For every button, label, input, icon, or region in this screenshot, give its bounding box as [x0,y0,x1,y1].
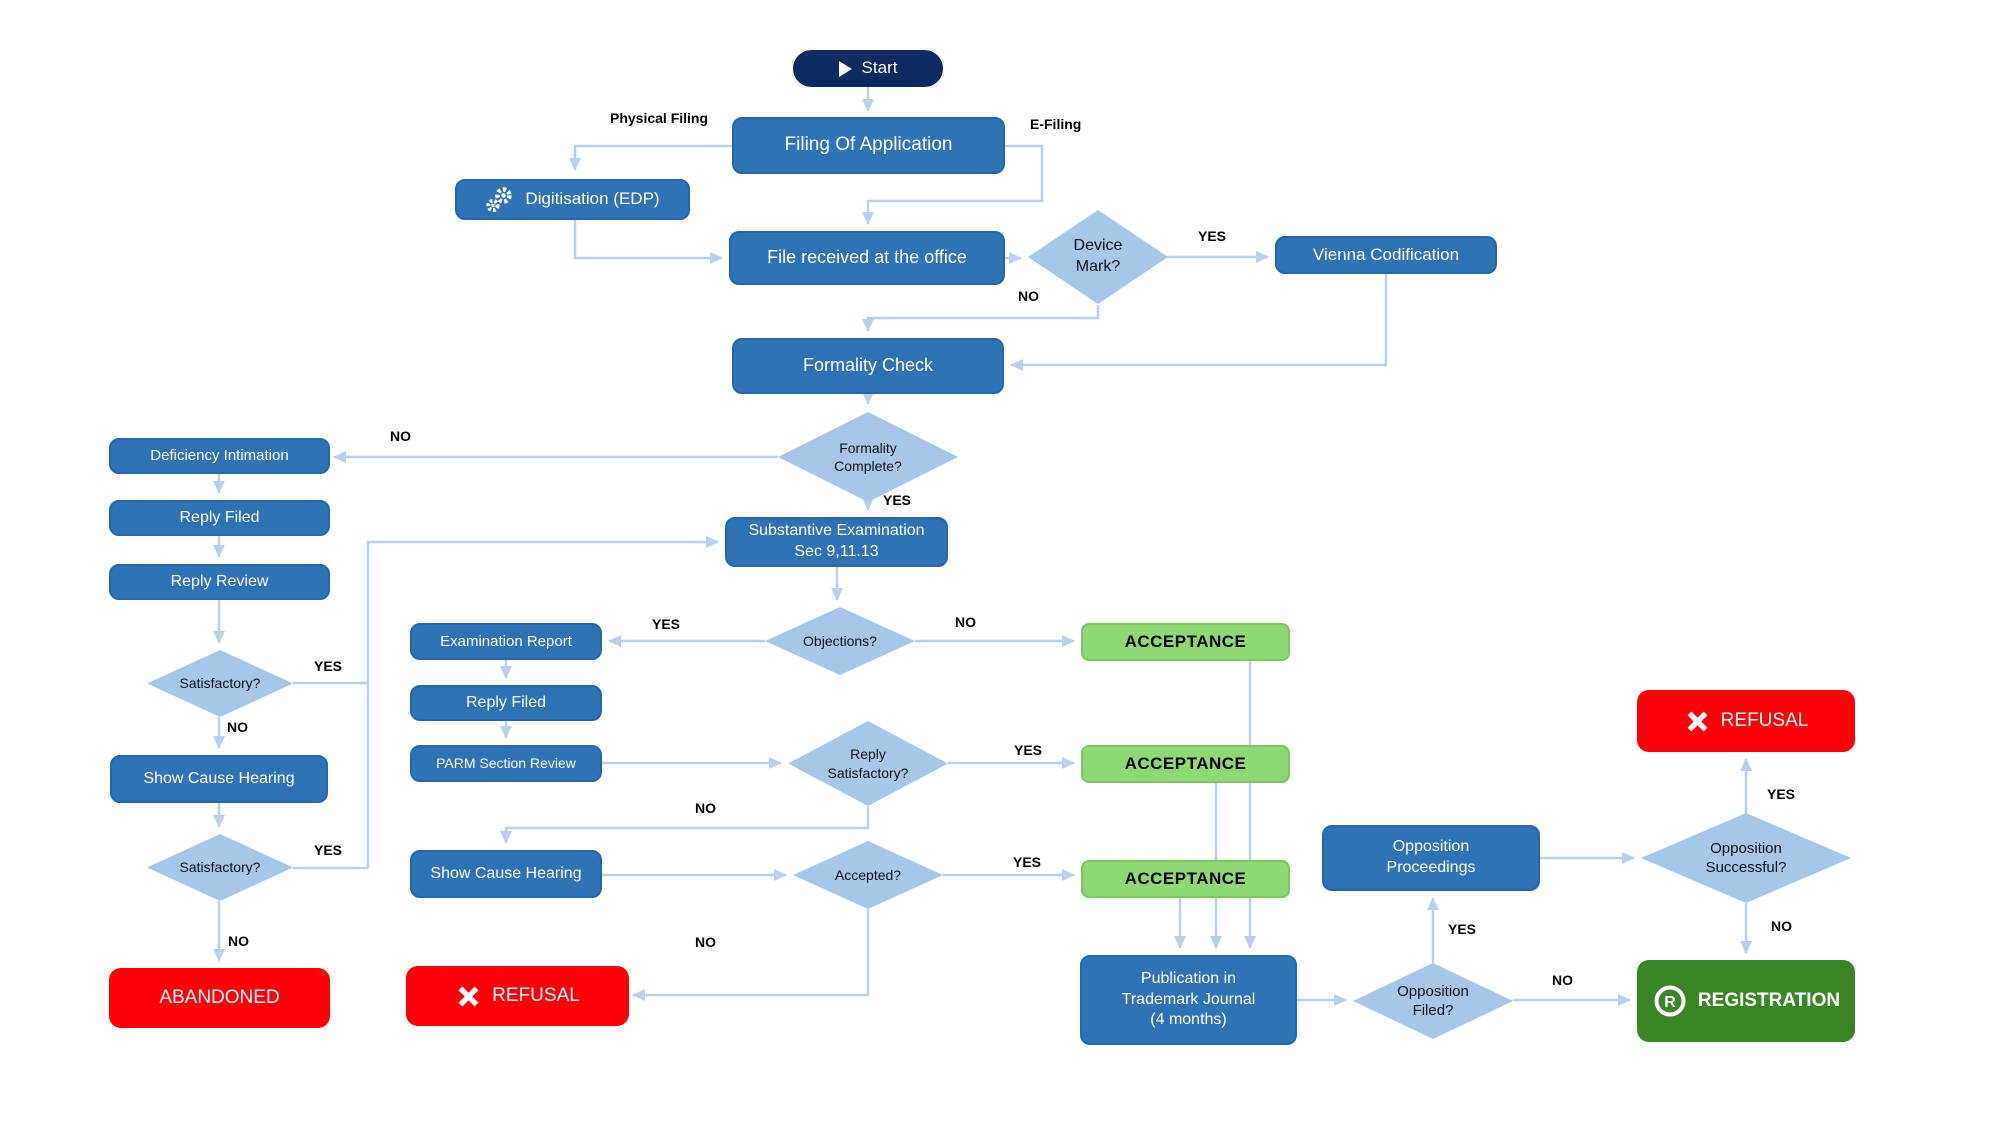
edge-label-no-device: NO [1018,288,1039,304]
node-substantive-examination: Substantive Examination Sec 9,11.13 [725,517,948,567]
node-start: Start [793,50,943,87]
node-show-cause-hearing-left: Show Cause Hearing [110,755,328,803]
node-start-label: Start [861,58,898,78]
edge-label-physical-filing: Physical Filing [610,110,709,126]
edge-label-yes-opposition-filed: YES [1448,921,1477,937]
node-file-received: File received at the office [729,231,1005,285]
node-opposition-proceedings: Opposition Proceedings [1322,825,1540,891]
edge-label-yes-opposition-successful: YES [1767,786,1796,802]
x-icon [1684,708,1711,735]
node-deficiency-intimation: Deficiency Intimation [109,438,330,474]
play-icon [838,60,852,77]
edge-label-yes-formality: YES [883,492,912,508]
node-refusal-mid: REFUSAL [406,966,629,1026]
node-acceptance-2: ACCEPTANCE [1081,745,1290,783]
node-examination-report: Examination Report [410,623,602,660]
node-show-cause-hearing-mid: Show Cause Hearing [410,850,602,898]
node-refusal-mid-label: REFUSAL [492,984,580,1006]
node-registration-label: REGISTRATION [1697,989,1841,1011]
edge-label-no-objections: NO [955,614,976,630]
edge-label-no-formality: NO [390,428,411,444]
node-reply-review: Reply Review [109,564,330,600]
edge-label-yes-reply-satisfactory: YES [1014,742,1043,758]
node-reply-filed-left: Reply Filed [109,500,330,536]
gears-icon [485,185,515,215]
node-refusal-right-label: REFUSAL [1720,709,1809,731]
node-publication-journal: Publication in Trademark Journal (4 mont… [1080,955,1297,1045]
edge-label-no-satisfactory-1: NO [227,719,248,735]
edge-label-yes-accepted: YES [1013,854,1042,870]
registered-icon: R [1652,983,1688,1019]
node-abandoned: ABANDONED [109,968,330,1028]
edge-label-yes-satisfactory-1: YES [314,658,343,674]
node-reply-filed-mid: Reply Filed [410,685,602,721]
edge-label-e-filing: E-Filing [1030,116,1082,132]
edge-label-no-satisfactory-2: NO [228,933,249,949]
edge-label-yes-satisfactory-2: YES [314,842,343,858]
edge-label-yes-objections: YES [652,616,681,632]
node-vienna-codification: Vienna Codification [1275,236,1497,274]
node-digitisation: Digitisation (EDP) [455,179,690,220]
edge-label-no-opposition-filed: NO [1552,972,1573,988]
node-parm-section-review: PARM Section Review [410,745,602,782]
x-icon [455,983,482,1010]
node-formality-check: Formality Check [732,338,1004,394]
node-acceptance-3: ACCEPTANCE [1081,860,1290,898]
node-digitisation-label: Digitisation (EDP) [525,189,660,209]
node-refusal-right: REFUSAL [1637,690,1855,752]
node-acceptance-1: ACCEPTANCE [1081,623,1290,661]
edge-label-yes-device: YES [1198,228,1227,244]
edge-label-no-accepted: NO [695,934,716,950]
node-filing-of-application: Filing Of Application [732,117,1005,174]
edge-label-no-opposition-successful: NO [1771,918,1792,934]
edge-label-no-reply-satisfactory: NO [695,800,716,816]
node-registration: R REGISTRATION [1637,960,1855,1042]
svg-text:R: R [1664,994,1676,1011]
